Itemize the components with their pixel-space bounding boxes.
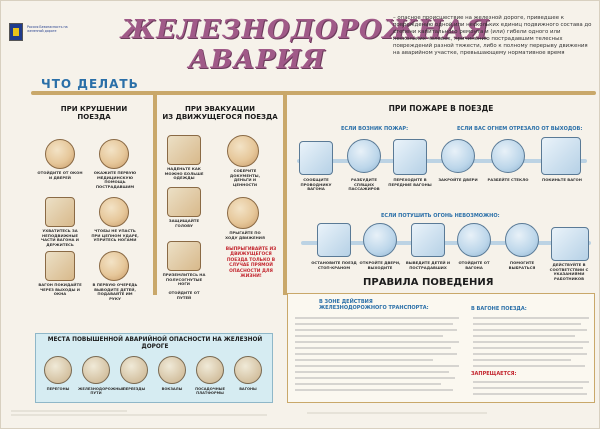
danger-place-label-5: ПОСАДОЧНЫЕ ПЛАТФОРМЫ [195,387,225,395]
rules-forbidden-lines [473,381,589,395]
danger-place-illustration-3 [120,356,148,384]
fire-caption-2: РАЗБУДИТЕ СПЯЩИХ ПАССАЖИРОВ [348,177,380,192]
emblem-icon [9,23,23,41]
fire-caption-5: РАЗБЕЙТЕ СТЕКЛО [487,177,529,182]
evac-illustration-4 [227,197,259,229]
fire-if-cut-heading: ЕСЛИ ВАС ОГНЕМ ОТРЕЗАЛО ОТ ВЫХОДОВ: [457,126,583,132]
fire-if-cant-heading: ЕСЛИ ПОТУШИТЬ ОГОНЬ НЕВОЗМОЖНО: [381,213,500,219]
danger-place-label-1: ПЕРЕГОНЫ [46,387,70,391]
divider-bar-v2 [283,95,287,295]
rules-zone-heading: В ЗОНЕ ДЕЙСТВИЯ ЖЕЛЕЗНОДОРОЖНОГО ТРАНСПО… [319,299,429,311]
evac-caption-6: ОТОЙДИТЕ ОТ ПУТЕЙ [168,290,200,300]
danger-places-heading: МЕСТА ПОВЫШЕННОЙ АВАРИЙНОЙ ОПАСНОСТИ НА … [47,337,263,350]
page-title: ЖЕЛЕЗНОДОРОЖНАЯ АВАРИЯ [121,15,490,75]
fire-illustration-6 [541,137,581,175]
crash-caption-5: ВАГОН ПОКИДАЙТЕ ЧЕРЕЗ ВЫХОДЫ И ОКНА [38,282,82,297]
title-line2: АВАРИЯ [188,45,326,75]
crash-illustration-2 [99,139,129,169]
what-to-do-heading: ЧТО ДЕЛАТЬ [41,77,139,91]
rules-car-heading: В ВАГОНЕ ПОЕЗДА: [471,306,527,312]
fire-illustration-9 [411,223,445,257]
fire-illustration-8 [363,223,397,257]
crash-illustration-5 [45,251,75,281]
crash-illustration-3 [45,197,75,227]
fire-illustration-12 [551,227,589,261]
fire-caption-7: ОСТАНОВИТЕ ПОЕЗД СТОП-КРАНОМ [311,260,357,270]
danger-place-illustration-2 [82,356,110,384]
fire-illustration-1 [299,141,333,175]
evac-warning: ВЫПРЫГИВАЙТЕ ИЗ ДВИЖУЩЕГОСЯ ПОЕЗДА ТОЛЬК… [225,247,277,280]
crash-caption-6: В ПЕРВУЮ ОЧЕРЕДЬ ВЫВОДИТЕ ДЕТЕЙ, ПОДАВАЙ… [92,282,138,301]
danger-place-illustration-5 [196,356,224,384]
fire-if-fire-heading: ЕСЛИ ВОЗНИК ПОЖАР: [341,126,409,132]
section-evac-heading: ПРИ ЭВАКУАЦИИ ИЗ ДВИЖУЩЕГОСЯ ПОЕЗДА [162,105,278,121]
crash-caption-1: ОТОЙДИТЕ ОТ ОКОН И ДВЕРЕЙ [37,170,83,180]
fire-illustration-11 [505,223,539,257]
danger-place-label-4: ВОКЗАЛЫ [161,387,183,391]
rules-forbidden-heading: ЗАПРЕЩАЕТСЯ: [471,371,517,377]
danger-place-illustration-1 [44,356,72,384]
fire-illustration-7 [317,223,351,257]
fire-caption-10: ОТОЙДИТЕ ОТ ВАГОНА [458,260,490,270]
evac-illustration-1 [167,135,201,165]
fire-caption-3: ПЕРЕХОДИТЕ В ПЕРЕДНИЕ ВАГОНЫ [388,177,432,187]
danger-place-label-6: ВАГОНЫ [239,387,257,391]
divider-bar [31,91,596,95]
danger-places-box: МЕСТА ПОВЫШЕННОЙ АВАРИЙНОЙ ОПАСНОСТИ НА … [35,333,273,403]
evac-caption-5: ПРИЗЕМЛИТЕСЬ НА ПОЛУСОГНУТЫЕ НОГИ [162,272,206,287]
evac-caption-4: ПРЫГАЙТЕ ПО ХОДУ ДВИЖЕНИЯ [225,230,265,240]
fire-illustration-10 [457,223,491,257]
rules-car-text [471,315,591,371]
rules-forbidden-text [471,379,591,403]
crash-caption-4: ЧТОБЫ НЕ УПАСТЬ ПРИ ЦЕПНОМ УДАРЕ, УПРИТЕ… [91,228,139,243]
footer-fine-print [7,407,595,425]
rules-car-lines [473,317,589,367]
danger-place-label-3: ПЕРЕЕЗДЫ [122,387,146,391]
crash-illustration-6 [99,251,129,281]
crash-illustration-4 [99,197,129,227]
fire-caption-4: ЗАКРОЙТЕ ДВЕРИ [438,177,478,182]
danger-place-illustration-4 [158,356,186,384]
fire-flow-arrow-2 [301,241,591,245]
fire-caption-6: ПОКИНЬТЕ ВАГОН [542,177,582,182]
rules-zone-lines [295,317,459,391]
evac-illustration-2 [227,135,259,167]
fire-illustration-4 [441,139,475,173]
fire-illustration-3 [393,139,427,175]
section-crash-heading: ПРИ КРУШЕНИИ ПОЕЗДА [60,105,128,121]
divider-bar-v1 [153,95,157,295]
logo-text: Россия Безопасность на железной дороге [27,25,68,34]
danger-place-label-2: ЖЕЛЕЗНОДОРОЖНЫЕ ПУТИ [78,387,125,395]
evac-caption-1: НАДЕНЬТЕ КАК МОЖНО БОЛЬШЕ ОДЕЖДЫ [164,166,204,181]
fire-illustration-2 [347,139,381,173]
evac-caption-3: ЗАЩИЩАЙТЕ ГОЛОВУ [168,218,200,228]
fire-illustration-5 [491,139,525,173]
crash-illustration-1 [45,139,75,169]
footer-lines [11,410,487,416]
crash-caption-3: УХВАТИТЕСЬ ЗА НЕПОДВИЖНЫЕ ЧАСТИ ВАГОНА И… [41,228,79,247]
fire-caption-11: ПОМОГИТЕ ВЫБРАТЬСЯ [508,260,536,270]
fire-caption-12: ДЕЙСТВУЙТЕ В СООТВЕТСТВИИ С УКАЗАНИЯМИ Р… [549,262,589,281]
rules-zone-text [293,315,463,397]
definition-text: – опасное происшествие на железной дорог… [393,15,592,57]
evac-illustration-5 [167,241,201,271]
title-line1: ЖЕЛЕЗНОДОРОЖНАЯ [121,15,490,45]
fire-caption-9: ВЫВЕДИТЕ ДЕТЕЙ И ПОСТРАДАВШИХ [405,260,451,270]
section-fire-heading: ПРИ ПОЖАРЕ В ПОЕЗДЕ [388,104,494,113]
logo: Россия Безопасность на железной дороге [9,23,75,63]
evac-illustration-3 [167,187,201,217]
danger-place-illustration-6 [234,356,262,384]
fire-caption-1: СООБЩИТЕ ПРОВОДНИКУ ВАГОНА [300,177,332,192]
evac-caption-2: СОБЕРИТЕ ДОКУМЕНТЫ, ДЕНЬГИ И ЦЕННОСТИ [229,168,261,187]
crash-caption-2: ОКАЖИТЕ ПЕРВУЮ МЕДИЦИНСКУЮ ПОМОЩЬ ПОСТРА… [93,170,137,189]
fire-caption-8: ОТКРОЙТЕ ДВЕРИ, ВЫХОДИТЕ [359,260,401,270]
rules-heading: ПРАВИЛА ПОВЕДЕНИЯ [363,277,494,288]
